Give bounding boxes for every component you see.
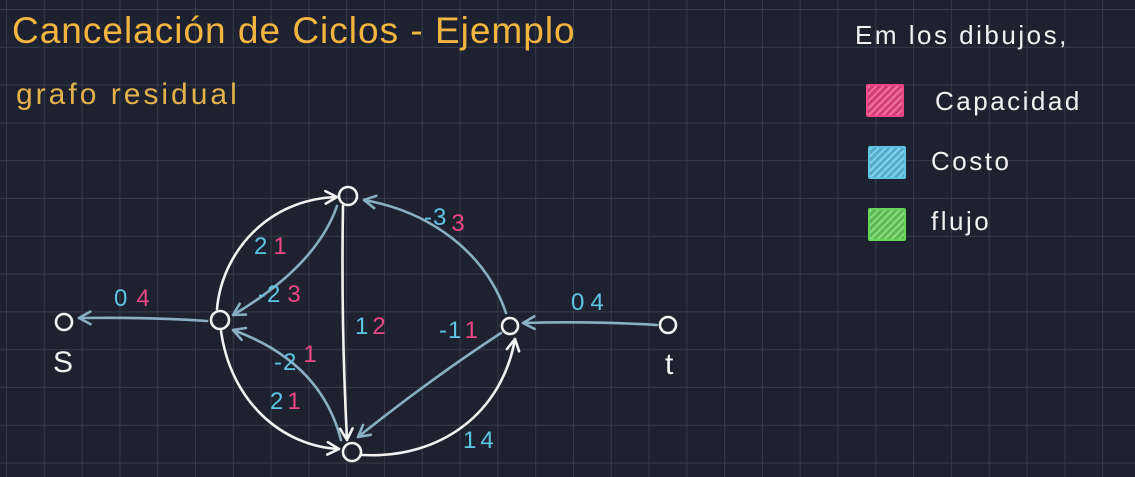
node-left xyxy=(209,309,231,331)
cost-value: 2 xyxy=(270,388,284,415)
edge-top-to-bottom xyxy=(338,204,354,442)
edge-to-source-line xyxy=(77,316,209,323)
edge-left-to-bottom-arrowhead xyxy=(326,440,341,456)
cost-value: 2 xyxy=(254,233,268,260)
edge-bottom-to-left-line xyxy=(231,328,343,442)
edge-bottom-to-left xyxy=(231,326,343,442)
cost-swatch xyxy=(868,146,906,179)
edge-sink-to-right-line xyxy=(521,321,659,327)
graph-nodes xyxy=(54,185,678,463)
cost-value: 0 xyxy=(571,289,585,316)
capacity-value: 3 xyxy=(451,210,465,237)
cost-value: 1 xyxy=(355,313,369,340)
edge-top-to-left-line xyxy=(231,204,339,317)
node-sink xyxy=(658,315,678,335)
capacity-value: 4 xyxy=(136,285,150,312)
capacity-value: 2 xyxy=(372,313,386,340)
edge-sink-to-right xyxy=(521,315,659,331)
edge-left-to-top-line xyxy=(215,195,339,311)
edge-bottom-to-right xyxy=(360,337,521,457)
edge-right-to-bottom-line xyxy=(356,331,503,439)
node-bottom xyxy=(341,441,363,463)
capacity-value: 4 xyxy=(480,427,494,454)
capacity-value: 1 xyxy=(465,317,479,344)
edge-top-to-bottom-arrowhead xyxy=(338,427,354,442)
edge-bottom-to-left-arrowhead xyxy=(231,326,248,342)
capacity-value: 1 xyxy=(273,233,287,260)
legend-heading: Em los dibujos, xyxy=(855,20,1069,50)
node-label-source: S xyxy=(53,346,73,379)
capacity-value: 3 xyxy=(287,281,301,308)
page-subtitle: grafo residual xyxy=(16,78,240,111)
edge-right-to-top-arrowhead xyxy=(362,194,378,210)
edge-sink-to-right-arrowhead xyxy=(521,315,536,331)
edge-top-to-bottom-line xyxy=(341,204,349,442)
legend-label-capacity: Capacidad xyxy=(935,86,1082,116)
edge-bottom-to-right-arrowhead xyxy=(505,337,521,353)
edge-right-to-top xyxy=(362,194,508,315)
capacity-value: 1 xyxy=(303,341,317,368)
node-source xyxy=(54,312,74,332)
cost-value: -2 xyxy=(274,349,297,376)
edge-bottom-to-right-line xyxy=(360,337,517,457)
node-top xyxy=(337,185,359,207)
edge-left-to-top-arrowhead xyxy=(324,189,339,205)
capacity-value: 1 xyxy=(287,388,301,415)
page-title: Cancelación de Ciclos - Ejemplo xyxy=(12,10,576,51)
edge-right-to-bottom-arrowhead xyxy=(356,423,373,439)
edge-right-to-top-line xyxy=(362,198,508,315)
edge-to-source xyxy=(77,310,209,326)
cost-value: 1 xyxy=(463,427,477,454)
edge-top-to-left-arrowhead xyxy=(231,302,248,317)
node-label-sink: t xyxy=(665,348,674,381)
cost-value: -1 xyxy=(439,317,461,344)
edge-top-to-left xyxy=(231,204,339,317)
legend-label-cost: Costo xyxy=(931,146,1012,176)
graph-edges xyxy=(77,189,659,457)
edge-left-to-bottom-line xyxy=(219,329,341,451)
cost-value: -3 xyxy=(424,204,447,231)
capacity-swatch xyxy=(866,84,904,117)
node-right xyxy=(500,316,520,336)
cost-value: 0 xyxy=(114,285,128,312)
capacity-value: 4 xyxy=(590,289,604,316)
edge-left-to-bottom xyxy=(219,329,341,456)
edge-right-to-bottom xyxy=(356,331,503,439)
edge-left-to-top xyxy=(215,189,339,311)
legend-label-flow: flujo xyxy=(931,206,992,236)
cost-value: -2 xyxy=(258,281,281,308)
edge-to-source-arrowhead xyxy=(77,310,92,326)
flow-swatch xyxy=(868,208,906,241)
